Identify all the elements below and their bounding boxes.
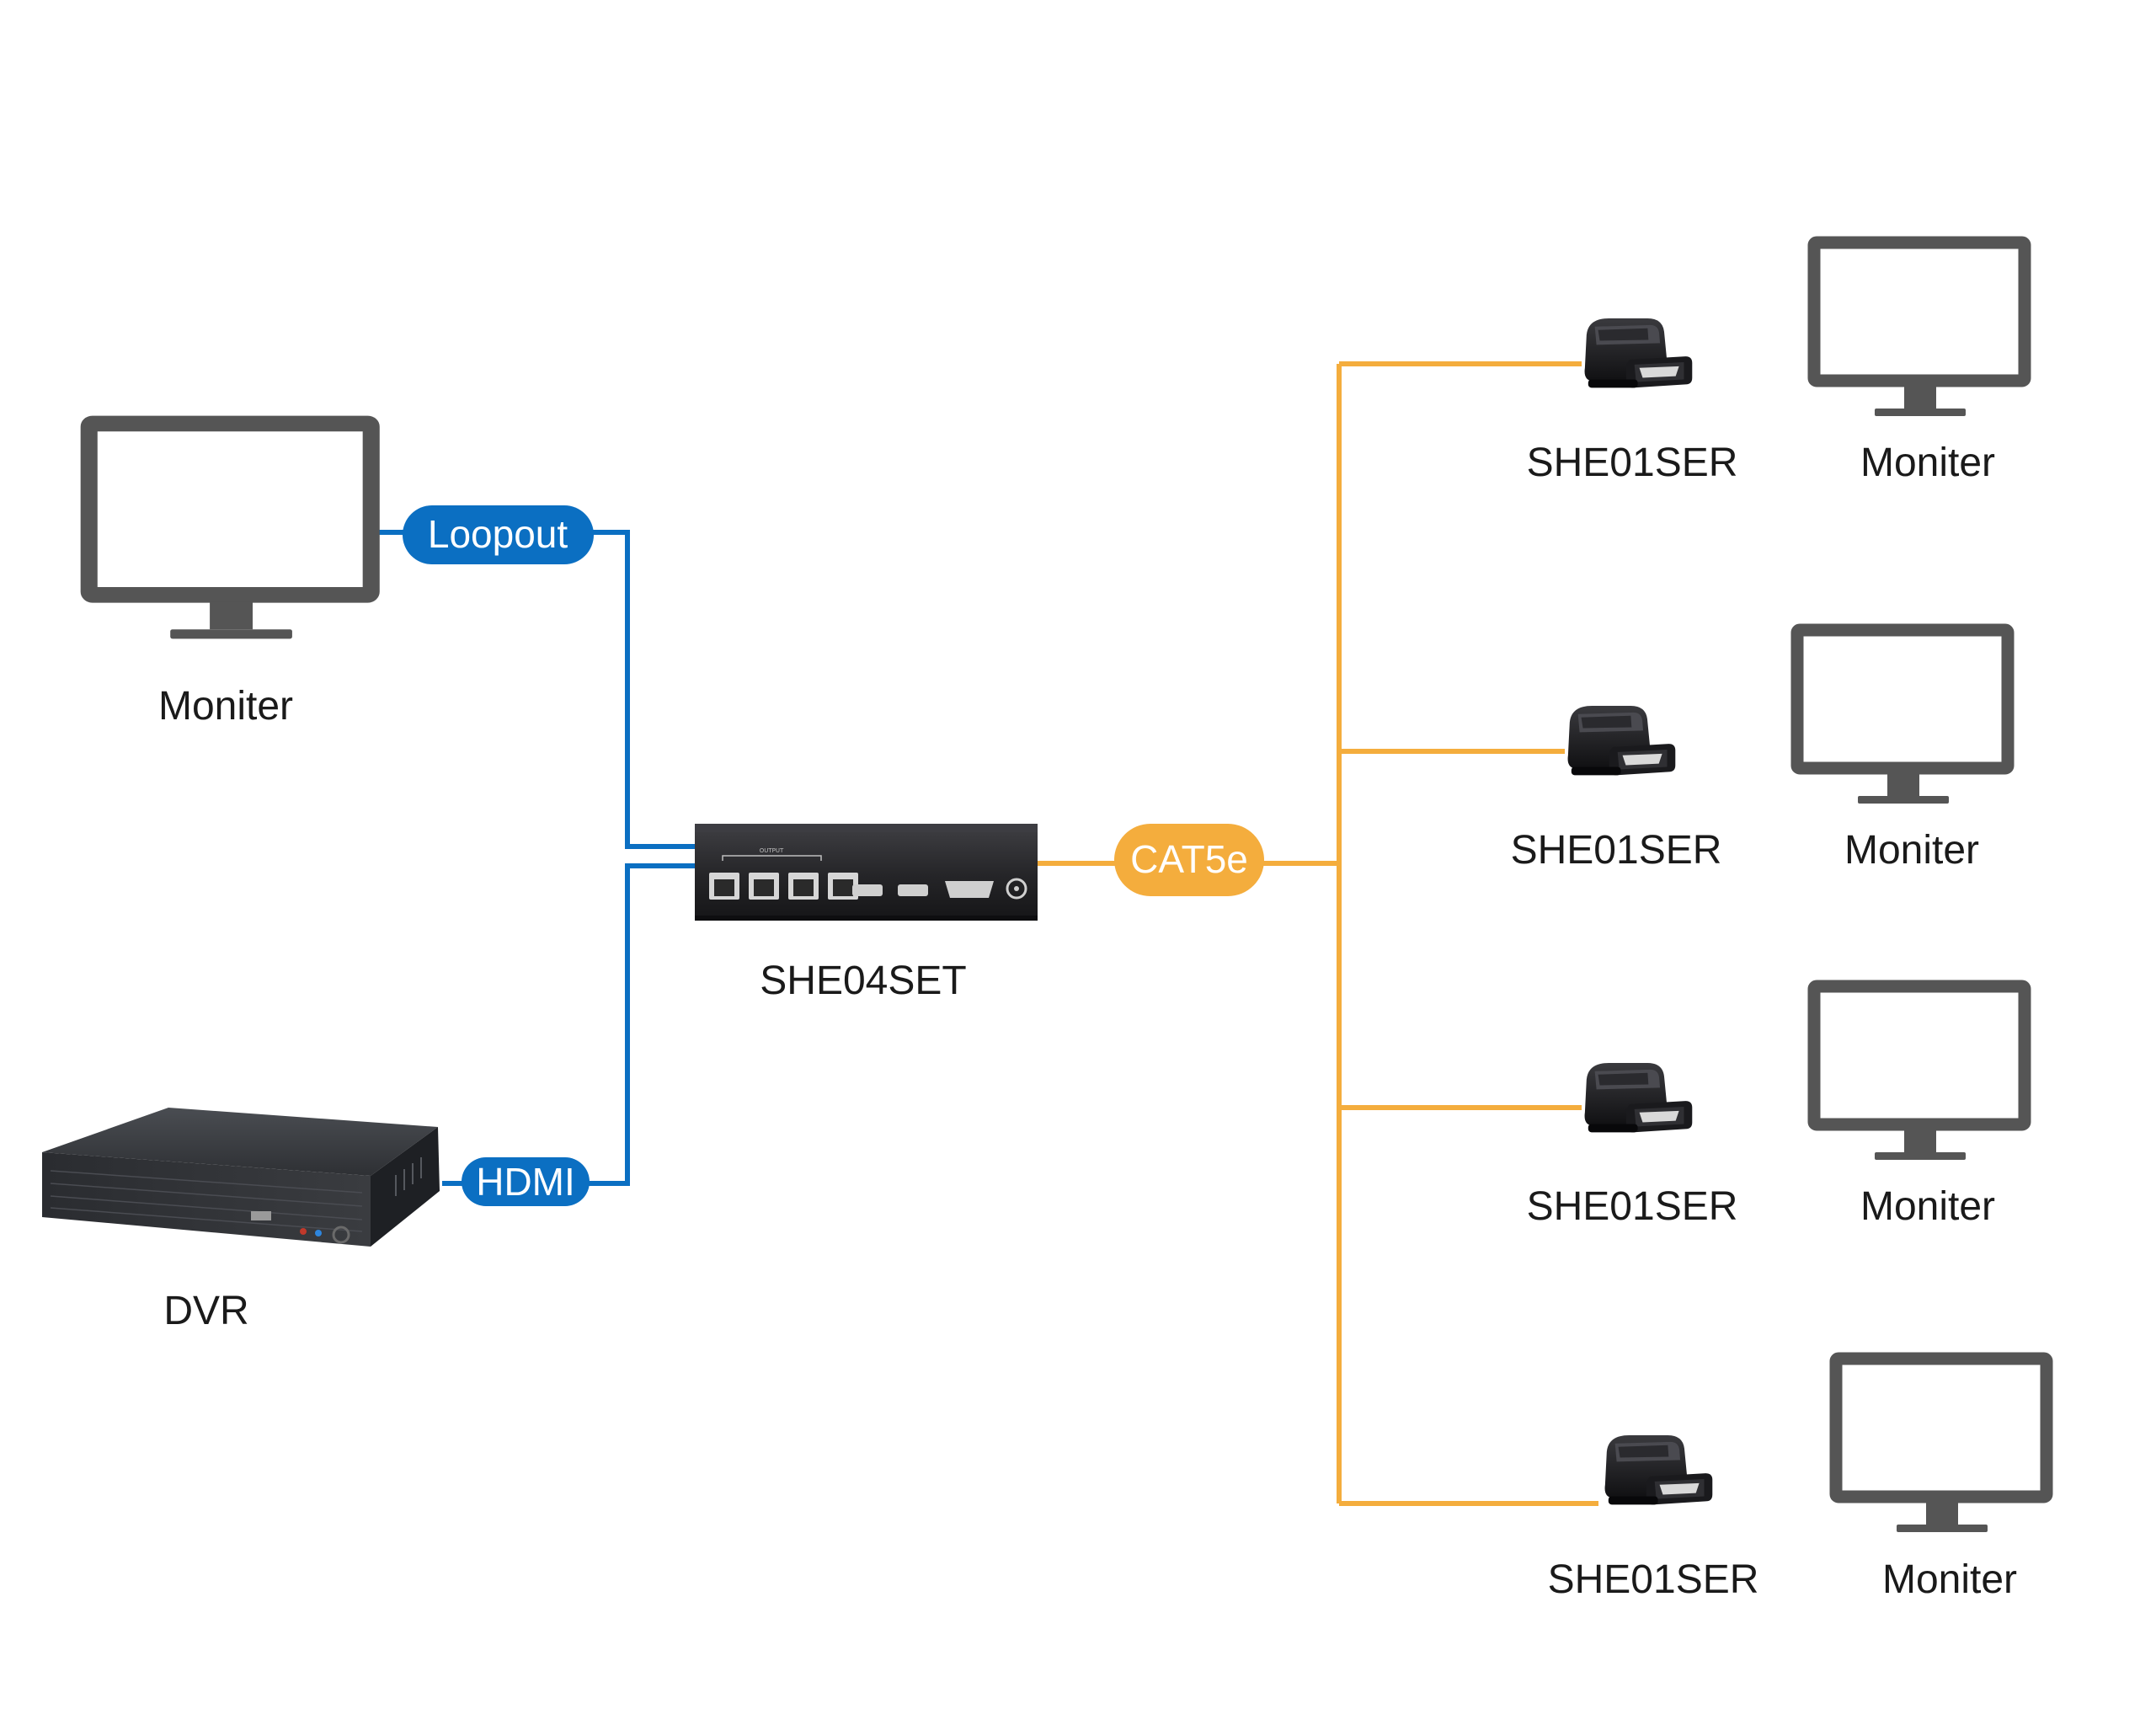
hdmi-splitter-icon: OUTPUT [695,824,1038,921]
cat5e-badge-text: CAT5e [1130,837,1248,881]
dvr-device: DVR [42,1108,440,1333]
remote-monitor-label: Moniter [1882,1557,2017,1602]
hdmi-cable-line [442,863,695,1186]
remote-monitor-label: Moniter [1844,828,1979,873]
loopout-badge-text: Loopout [428,512,568,556]
remote-monitor-label: Moniter [1860,441,1995,485]
receiver-group-4: SHE01SER Moniter [1548,1359,2047,1602]
cat5e-connection-lines [1038,361,1598,1506]
monitor-icon [1814,986,2025,1160]
hdmi-extender-icon [1604,1435,1713,1505]
loopout-cable-line [371,530,695,849]
local-monitor-label: Moniter [158,684,293,729]
remote-monitor-label: Moniter [1860,1184,1995,1229]
hdmi-badge-text: HDMI [476,1160,575,1204]
hdmi-badge: HDMI [462,1157,590,1206]
hdmi-extender-icon [1584,318,1693,388]
monitor-icon [1814,243,2025,416]
receiver-label: SHE01SER [1548,1557,1759,1602]
sender-label: SHE04SET [760,959,966,1003]
receiver-label: SHE01SER [1527,441,1738,485]
hdmi-extender-icon [1584,1063,1693,1133]
svg-text:OUTPUT: OUTPUT [760,847,784,854]
receiver-label: SHE01SER [1527,1184,1738,1229]
hdmi-connection-lines [371,530,695,1186]
receiver-group-3: SHE01SER Moniter [1527,986,2025,1229]
hdmi-extender-icon [1567,706,1676,776]
dvr-icon [42,1108,440,1247]
receiver-group-2: SHE01SER Moniter [1511,630,2008,873]
dvr-label: DVR [163,1289,248,1333]
monitor-icon [1836,1359,2047,1532]
monitor-icon [1797,630,2008,804]
receiver-label: SHE01SER [1511,828,1722,873]
sender-device: OUTPUT SHE04SET [695,824,1038,1003]
local-monitor: Moniter [89,424,371,729]
cat5e-badge: CAT5e [1114,824,1264,896]
monitor-icon [89,424,371,638]
loopout-badge: Loopout [403,505,594,564]
receiver-group-1: SHE01SER Moniter [1527,243,2025,485]
